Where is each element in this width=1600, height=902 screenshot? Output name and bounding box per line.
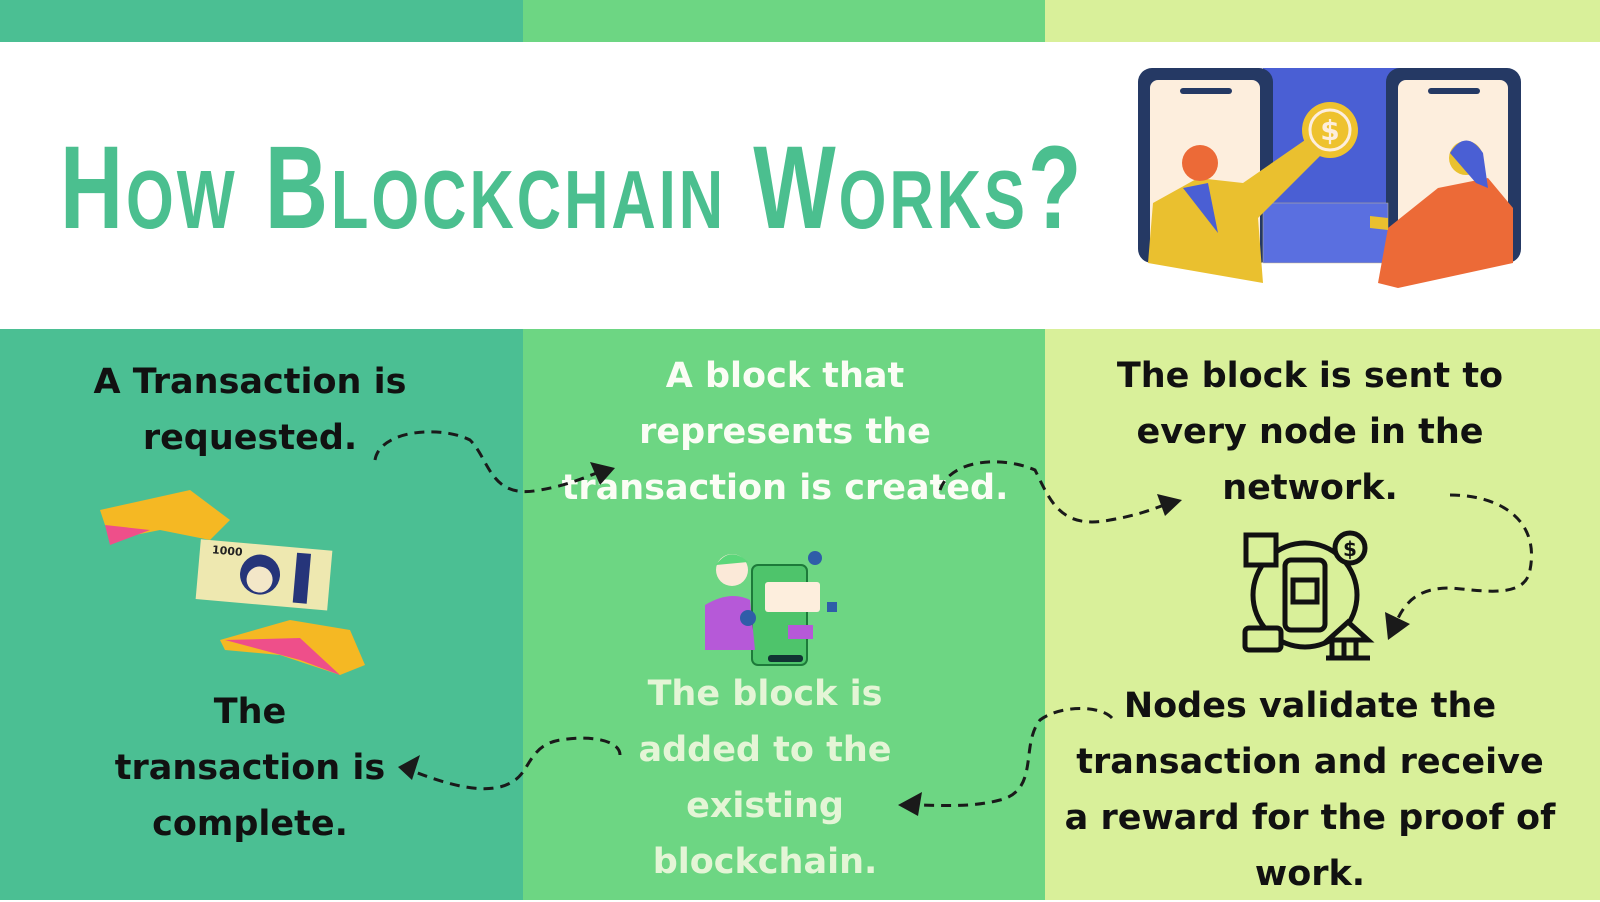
step-6-text: The transaction is complete.: [114, 692, 386, 844]
step-1-text: A Transaction is requested.: [93, 362, 407, 458]
money-hands-illustration: 1000: [100, 490, 365, 675]
page-title: How Blockchain Works?: [60, 122, 1085, 254]
phones-exchange-illustration: $: [1138, 68, 1521, 288]
arrowhead-2: [1157, 494, 1182, 516]
svg-text:$: $: [1320, 114, 1339, 147]
step-3-text: The block is sent to every node in the n…: [1116, 356, 1504, 508]
arrowhead-4: [898, 792, 922, 816]
block-creation-illustration: [705, 551, 837, 666]
svg-text:$: $: [1343, 537, 1357, 561]
arrowhead-1: [590, 462, 615, 485]
top-bar-mid: [523, 0, 1045, 42]
column-1: [0, 329, 523, 900]
top-bar-light: [1045, 0, 1600, 42]
step-5-text: The block is added to the existing block…: [638, 674, 892, 882]
arrowhead-3: [1385, 612, 1410, 640]
arrowhead-5: [398, 755, 420, 780]
network-node-icon: $: [1242, 530, 1375, 661]
step-4-text: Nodes validate the transaction and recei…: [1064, 686, 1556, 894]
banknote-value: 1000: [211, 543, 243, 559]
step-2-text: A block that represents the transaction …: [561, 356, 1009, 508]
top-bar-dark: [0, 0, 523, 42]
